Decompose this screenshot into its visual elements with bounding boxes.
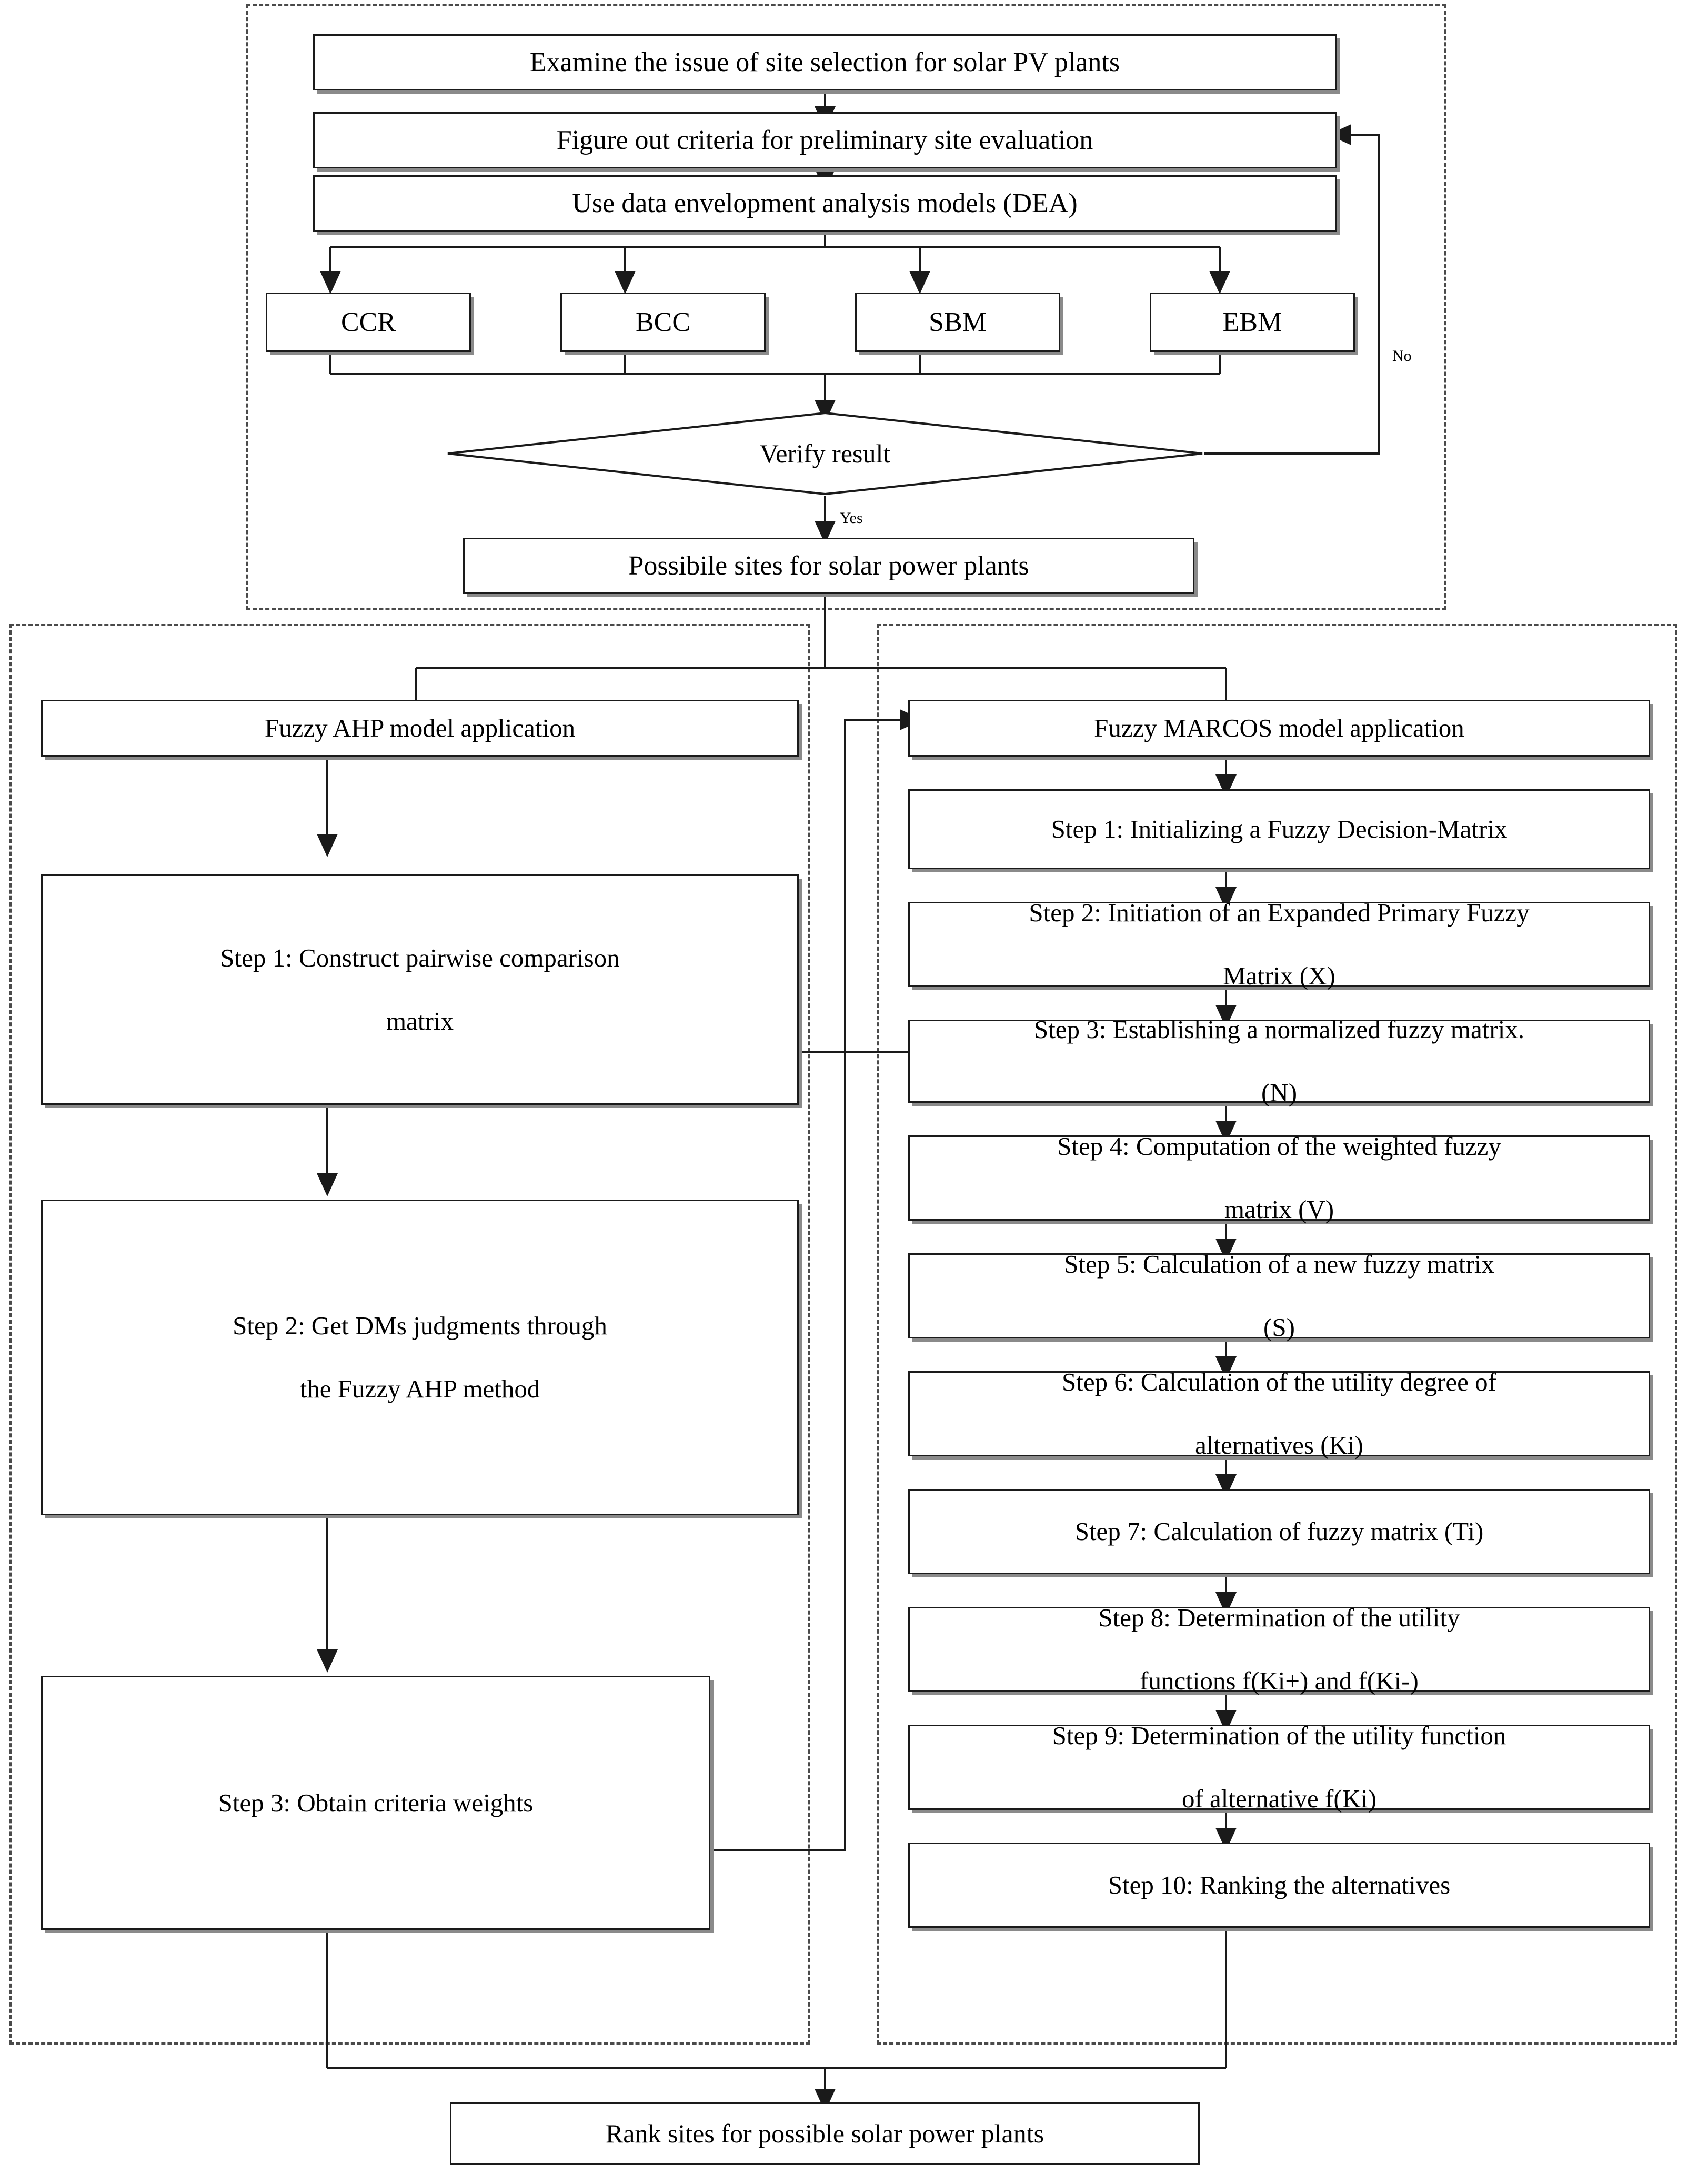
box-rank-sites[interactable]: Rank sites for possible solar power plan…	[450, 2102, 1200, 2165]
box-ahp-step1[interactable]: Step 1: Construct pairwise comparison ma…	[41, 874, 799, 1105]
box-marcos-step6-line1: Step 6: Calculation of the utility degre…	[1062, 1367, 1496, 1397]
box-ahp-step1-line2: matrix	[386, 1006, 454, 1035]
box-use-dea[interactable]: Use data envelopment analysis models (DE…	[313, 175, 1337, 232]
box-possible-sites-label: Possibile sites for solar power plants	[628, 550, 1029, 581]
box-dea-ccr-label: CCR	[340, 307, 396, 337]
box-marcos-step10-label: Step 10: Ranking the alternatives	[1108, 1870, 1451, 1900]
box-marcos-step3[interactable]: Step 3: Establishing a normalized fuzzy …	[908, 1015, 1650, 1107]
edge-label-yes: Yes	[840, 509, 863, 527]
box-possible-sites[interactable]: Possibile sites for solar power plants	[463, 538, 1194, 594]
box-marcos-step4-label: Step 4: Computation of the weighted fuzz…	[917, 1131, 1641, 1225]
box-ahp-step3[interactable]: Step 3: Obtain criteria weights	[41, 1676, 710, 1930]
box-dea-sbm-label: SBM	[929, 307, 987, 337]
box-marcos-header-label: Fuzzy MARCOS model application	[1094, 713, 1464, 743]
box-dea-bcc[interactable]: BCC	[560, 293, 766, 352]
box-examine-issue[interactable]: Examine the issue of site selection for …	[313, 34, 1337, 90]
box-marcos-step6-line2: alternatives (Ki)	[1195, 1430, 1363, 1460]
box-figure-criteria[interactable]: Figure out criteria for preliminary site…	[313, 112, 1337, 168]
edge-label-no: No	[1392, 347, 1412, 365]
box-marcos-step5-line2: (S)	[1263, 1312, 1295, 1342]
box-marcos-step7[interactable]: Step 7: Calculation of fuzzy matrix (Ti)	[908, 1489, 1650, 1574]
box-marcos-step4-line1: Step 4: Computation of the weighted fuzz…	[1057, 1132, 1501, 1161]
box-rank-sites-label: Rank sites for possible solar power plan…	[605, 2118, 1044, 2148]
box-marcos-step3-line1: Step 3: Establishing a normalized fuzzy …	[1033, 1015, 1525, 1044]
box-marcos-step3-label: Step 3: Establishing a normalized fuzzy …	[917, 1014, 1641, 1108]
box-dea-ebm-label: EBM	[1222, 307, 1282, 337]
box-marcos-step8-line2: functions f(Ki+) and f(Ki-)	[1140, 1666, 1419, 1695]
decision-verify-result[interactable]: Verify result	[446, 411, 1204, 496]
box-dea-sbm[interactable]: SBM	[855, 293, 1060, 352]
box-marcos-step2-label: Step 2: Initiation of an Expanded Primar…	[917, 897, 1641, 991]
box-examine-issue-label: Examine the issue of site selection for …	[529, 47, 1120, 77]
box-dea-ebm[interactable]: EBM	[1150, 293, 1355, 352]
box-dea-bcc-label: BCC	[635, 307, 691, 337]
box-marcos-step2-line1: Step 2: Initiation of an Expanded Primar…	[1029, 898, 1530, 928]
box-marcos-step5[interactable]: Step 5: Calculation of a new fuzzy matri…	[908, 1250, 1650, 1342]
box-marcos-step4-line2: matrix (V)	[1224, 1194, 1334, 1224]
box-marcos-step7-label: Step 7: Calculation of fuzzy matrix (Ti)	[1074, 1517, 1484, 1546]
box-ahp-step3-label: Step 3: Obtain criteria weights	[218, 1788, 534, 1817]
box-ahp-step1-label: Step 1: Construct pairwise comparison ma…	[50, 942, 790, 1036]
box-marcos-step8-line1: Step 8: Determination of the utility	[1098, 1603, 1460, 1633]
box-ahp-step1-line1: Step 1: Construct pairwise comparison	[220, 943, 620, 973]
box-marcos-step9-line1: Step 9: Determination of the utility fun…	[1052, 1721, 1506, 1750]
box-marcos-step3-line2: (N)	[1261, 1078, 1298, 1107]
box-marcos-step5-label: Step 5: Calculation of a new fuzzy matri…	[917, 1249, 1641, 1343]
box-marcos-step2-line2: Matrix (X)	[1223, 961, 1335, 990]
box-ahp-step2[interactable]: Step 2: Get DMs judgments through the Fu…	[41, 1200, 799, 1515]
box-marcos-step6[interactable]: Step 6: Calculation of the utility degre…	[908, 1367, 1650, 1460]
box-marcos-step1[interactable]: Step 1: Initializing a Fuzzy Decision-Ma…	[908, 789, 1650, 869]
box-use-dea-label: Use data envelopment analysis models (DE…	[572, 188, 1078, 218]
box-dea-ccr[interactable]: CCR	[266, 293, 471, 352]
box-marcos-step5-line1: Step 5: Calculation of a new fuzzy matri…	[1064, 1250, 1494, 1279]
box-ahp-header-label: Fuzzy AHP model application	[264, 713, 576, 743]
box-marcos-step2[interactable]: Step 2: Initiation of an Expanded Primar…	[908, 898, 1650, 990]
box-marcos-step8[interactable]: Step 8: Determination of the utility fun…	[908, 1603, 1650, 1695]
box-figure-criteria-label: Figure out criteria for preliminary site…	[556, 125, 1093, 155]
box-marcos-step9[interactable]: Step 9: Determination of the utility fun…	[908, 1721, 1650, 1813]
box-ahp-step2-label: Step 2: Get DMs judgments through the Fu…	[50, 1310, 790, 1404]
box-marcos-step9-label: Step 9: Determination of the utility fun…	[917, 1720, 1641, 1814]
box-ahp-header[interactable]: Fuzzy AHP model application	[41, 700, 799, 757]
box-marcos-step9-line2: of alternative f(Ki)	[1181, 1784, 1377, 1813]
phase1-group-container	[246, 4, 1446, 610]
box-marcos-header[interactable]: Fuzzy MARCOS model application	[908, 700, 1650, 757]
box-marcos-step8-label: Step 8: Determination of the utility fun…	[917, 1602, 1641, 1696]
box-ahp-step2-line2: the Fuzzy AHP method	[299, 1374, 540, 1403]
box-marcos-step10[interactable]: Step 10: Ranking the alternatives	[908, 1843, 1650, 1928]
box-marcos-step1-label: Step 1: Initializing a Fuzzy Decision-Ma…	[1051, 814, 1508, 844]
box-marcos-step6-label: Step 6: Calculation of the utility degre…	[917, 1366, 1641, 1461]
box-ahp-step2-line1: Step 2: Get DMs judgments through	[233, 1311, 607, 1341]
box-marcos-step4[interactable]: Step 4: Computation of the weighted fuzz…	[908, 1132, 1650, 1224]
decision-verify-result-label: Verify result	[759, 439, 891, 468]
